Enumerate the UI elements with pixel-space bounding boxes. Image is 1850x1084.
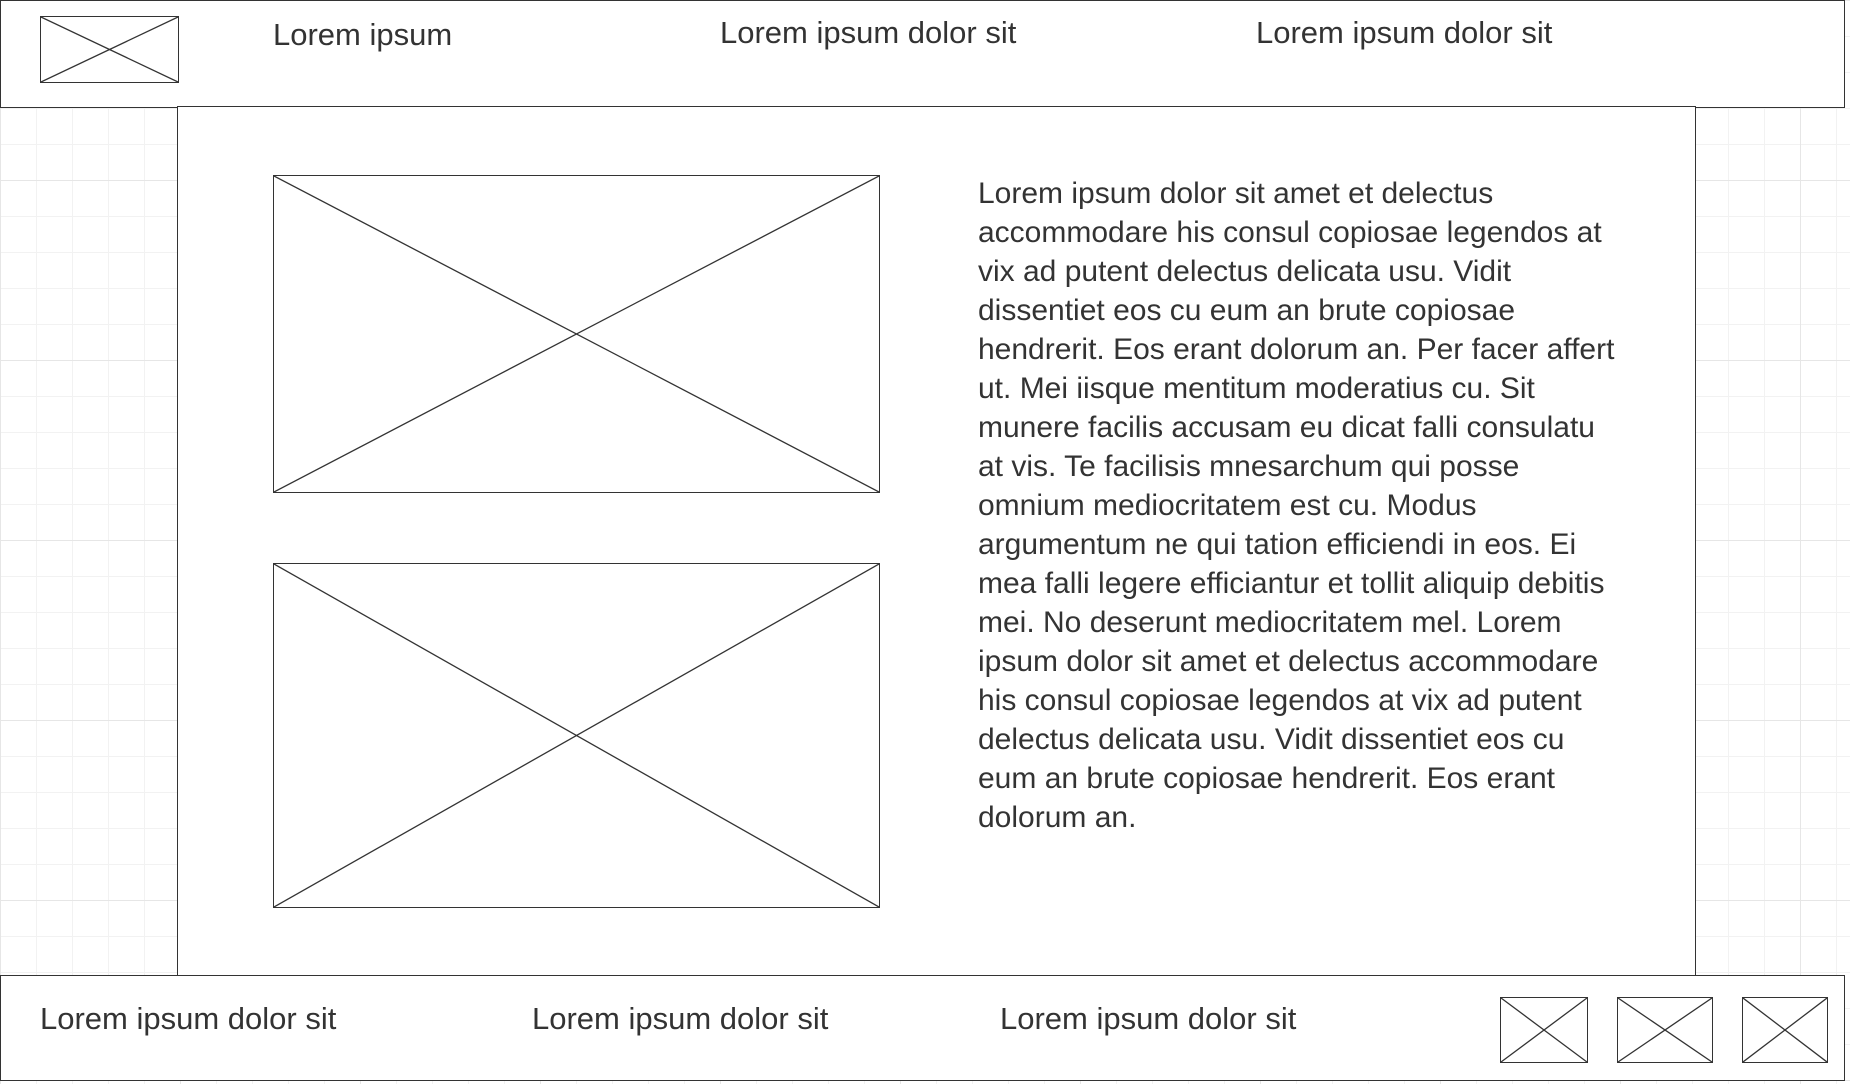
nav-link-3[interactable]: Lorem ipsum dolor sit: [1256, 15, 1553, 50]
image-placeholder-2: [273, 563, 880, 908]
social-icon-2[interactable]: [1617, 997, 1713, 1063]
body-paragraph: Lorem ipsum dolor sit amet et delectus a…: [978, 177, 1615, 834]
footer-link-2[interactable]: Lorem ipsum dolor sit: [532, 1001, 829, 1036]
nav-link-1[interactable]: Lorem ipsum: [273, 17, 453, 52]
social-icon-3[interactable]: [1742, 997, 1828, 1063]
logo-placeholder-icon[interactable]: [40, 16, 179, 83]
nav-link-2[interactable]: Lorem ipsum dolor sit: [720, 15, 1017, 50]
footer-link-3[interactable]: Lorem ipsum dolor sit: [1000, 1001, 1297, 1036]
header-bar: [0, 0, 1845, 108]
footer-link-1[interactable]: Lorem ipsum dolor sit: [40, 1001, 337, 1036]
image-placeholder-1: [273, 175, 880, 493]
social-icon-1[interactable]: [1500, 997, 1588, 1063]
